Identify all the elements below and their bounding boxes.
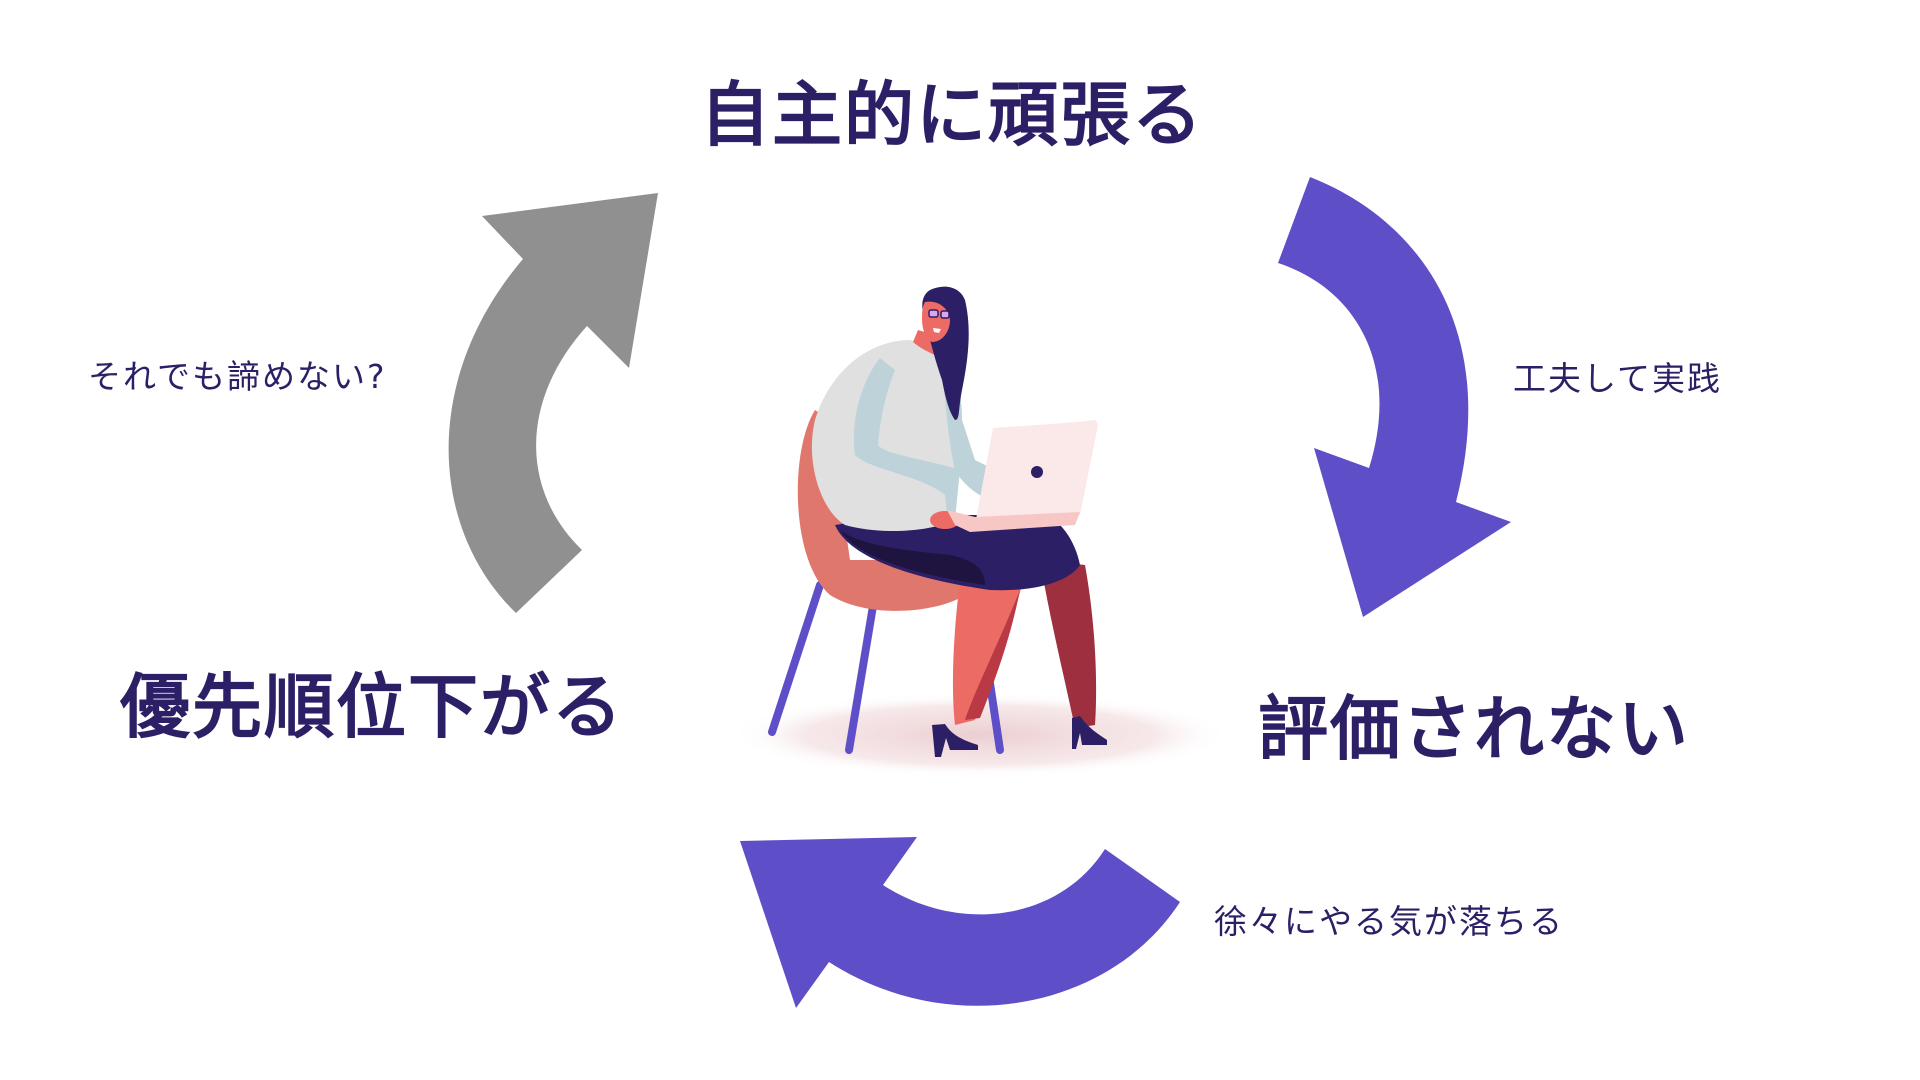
front-shoe <box>932 724 978 757</box>
transition-label-top-right: 工夫して実践 <box>1513 359 1723 398</box>
step-label-left: 優先順位下がる <box>120 666 624 748</box>
woman-illustration <box>730 286 1230 777</box>
mouth <box>933 328 941 333</box>
transition-label-left: それでも諦めない? <box>88 357 387 396</box>
arrow-top-to-right <box>1278 177 1511 617</box>
step-label-top: 自主的に頑張る <box>700 74 1204 156</box>
step-label-right: 評価されない <box>1258 688 1690 770</box>
arrow-left-to-top <box>448 193 658 613</box>
sweater-arm <box>853 358 960 525</box>
front-leg-shade <box>965 590 1020 720</box>
laptop-logo <box>1031 466 1043 478</box>
skirt-shade <box>840 530 985 585</box>
back-leg <box>1040 560 1097 728</box>
glasses <box>928 309 950 319</box>
skirt <box>835 515 1080 591</box>
transition-label-bottom: 徐々にやる気が落ちる <box>1214 902 1564 941</box>
front-leg <box>952 580 1022 725</box>
laptop-base <box>947 510 1080 532</box>
back-shoe <box>1072 716 1107 749</box>
arrow-right-to-left <box>740 837 1180 1008</box>
sweater <box>811 340 961 532</box>
